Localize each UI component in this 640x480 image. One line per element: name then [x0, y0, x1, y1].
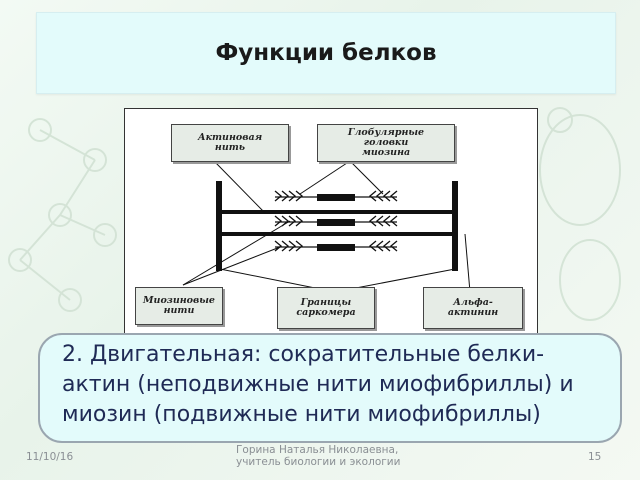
myosin-filaments — [317, 194, 355, 251]
footer-date: 11/10/16 — [26, 451, 74, 463]
myosin-heads-right — [355, 190, 398, 252]
label-myosin-heads: Глобулярные головки миозина — [317, 124, 455, 162]
label-actin-thread: Актиновая нить — [171, 124, 289, 162]
sarcomere-drawing — [182, 160, 471, 293]
footer-author: Горина Наталья Николаевна, учитель биоло… — [236, 444, 436, 468]
actin-threads — [222, 210, 452, 236]
myosin-heads-left — [274, 190, 317, 252]
text-callout — [38, 333, 622, 443]
z-line-left — [216, 181, 222, 271]
slide-body-text: 2. Двигательная: сократительные белки- а… — [62, 342, 574, 427]
pointer-lines — [182, 160, 471, 293]
title-box: Функции белков — [36, 12, 616, 94]
z-line-right — [452, 181, 458, 271]
footer-page-number: 15 — [588, 451, 602, 463]
label-myosin-threads: Миозиновые нити — [135, 287, 223, 325]
slide-title: Функции белков — [215, 40, 437, 66]
footer-author-line2: учитель биологии и экологии — [236, 456, 401, 468]
footer-author-line1: Горина Наталья Николаевна, — [236, 444, 399, 456]
label-alpha-actinin: Альфа- актинин — [423, 287, 523, 329]
sarcomere-diagram: Актиновая нить Глобулярные головки миози… — [124, 108, 538, 340]
label-sarcomere-borders: Границы саркомера — [277, 287, 375, 329]
